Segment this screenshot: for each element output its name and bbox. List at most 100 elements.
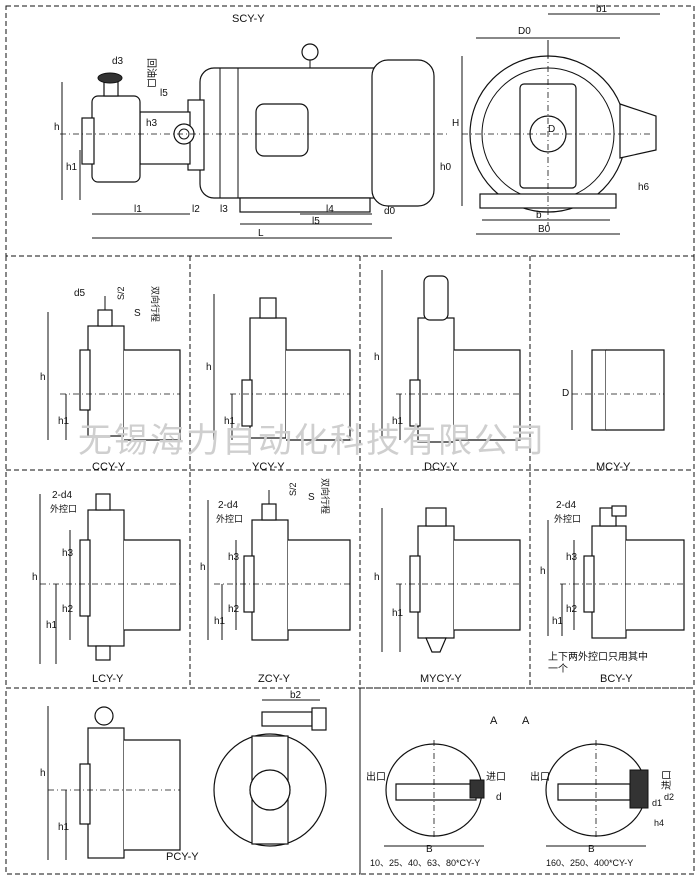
label-l5a: l5 — [160, 88, 168, 99]
caption-mcy: MCY-Y — [596, 461, 631, 473]
svg-text:h1: h1 — [224, 416, 236, 427]
svg-text:h: h — [540, 566, 546, 577]
label-l5: l5 — [312, 216, 320, 227]
svg-text:A: A — [490, 715, 498, 727]
caption-ccy: CCY-Y — [92, 461, 126, 473]
terminal-box — [255, 103, 309, 157]
caption-pcy: PCY-Y — [166, 851, 199, 863]
svg-text:D: D — [562, 388, 569, 399]
caption-ycy: YCY-Y — [252, 461, 285, 473]
panel-pcy: h h1 b2 PCY-Y — [40, 690, 327, 863]
svg-text:双向行程: 双向行程 — [320, 478, 331, 514]
caption-dcy: DCY-Y — [424, 461, 458, 473]
label-h3: h3 — [146, 118, 158, 129]
label-B0: B0 — [538, 224, 551, 235]
panel-mycy: h h1 MYCY-Y — [374, 507, 521, 685]
label-l1: l1 — [134, 204, 142, 215]
frame-pcy — [5, 687, 361, 875]
motor-endcap — [371, 59, 435, 207]
svg-text:h1: h1 — [392, 416, 404, 427]
main-title: SCY-Y — [232, 13, 265, 25]
svg-text:A: A — [522, 715, 530, 727]
frame-aa — [359, 687, 695, 875]
watermark: 无锡海力自动化科技有限公司 — [78, 421, 546, 461]
main-assembly: SCY-Y d3 回油口 l5 h3 h h1 l1 l — [54, 4, 660, 239]
panel-mcy: D MCY-Y — [562, 349, 665, 473]
label-L: L — [258, 228, 264, 239]
label-D: D — [548, 124, 555, 135]
svg-text:S/2: S/2 — [116, 286, 126, 300]
svg-text:h2: h2 — [62, 604, 74, 615]
panel-zcy: 2-d4 外控口 S/2 S 双向行程 h h3 h2 h1 ZCY-Y — [200, 478, 351, 685]
variable-head — [91, 95, 141, 183]
svg-text:d5: d5 — [74, 288, 86, 299]
svg-text:d: d — [496, 792, 502, 803]
svg-text:d2: d2 — [664, 792, 674, 802]
svg-text:2-d4: 2-d4 — [556, 500, 576, 511]
caption-lcy: LCY-Y — [92, 673, 124, 685]
svg-text:上下两外控口只用其中: 上下两外控口只用其中 — [548, 650, 648, 663]
svg-text:S: S — [308, 492, 315, 503]
svg-text:h2: h2 — [228, 604, 240, 615]
label-l2: l2 — [192, 204, 200, 215]
label-h: h — [54, 122, 60, 133]
svg-text:h2: h2 — [566, 604, 578, 615]
svg-text:B: B — [588, 844, 595, 855]
lifting-eye — [301, 43, 319, 61]
svg-text:h3: h3 — [228, 552, 240, 563]
caption-mycy: MYCY-Y — [420, 673, 462, 685]
svg-text:h4: h4 — [654, 818, 664, 828]
panel-ycy: h h1 YCY-Y — [206, 294, 351, 473]
svg-text:B: B — [426, 844, 433, 855]
label-d0: d0 — [384, 206, 396, 217]
svg-text:双向行程: 双向行程 — [150, 286, 161, 322]
motor-base — [239, 197, 371, 213]
svg-text:S/2: S/2 — [288, 482, 298, 496]
svg-text:160、250、400*CY-Y: 160、250、400*CY-Y — [546, 858, 633, 868]
svg-text:h1: h1 — [46, 620, 58, 631]
svg-text:h1: h1 — [58, 416, 70, 427]
svg-text:h: h — [40, 768, 46, 779]
label-h1: h1 — [66, 162, 78, 173]
frame-main — [5, 5, 695, 257]
svg-text:2-d4: 2-d4 — [52, 490, 72, 501]
label-b: b — [536, 210, 542, 221]
svg-text:进口: 进口 — [486, 771, 506, 783]
svg-text:S: S — [134, 308, 141, 319]
svg-text:外控口: 外控口 — [554, 513, 581, 524]
label-l3: l3 — [220, 204, 228, 215]
svg-text:h1: h1 — [392, 608, 404, 619]
panel-bcy: 2-d4 外控口 h h3 h2 h1 上下两外控口只用其中 一个 BCY-Y — [540, 500, 685, 685]
svg-text:出口: 出口 — [530, 770, 550, 783]
svg-text:外控口: 外控口 — [216, 513, 243, 524]
label-l4: l4 — [326, 204, 334, 215]
svg-text:h1: h1 — [58, 822, 70, 833]
svg-text:d1: d1 — [652, 798, 662, 808]
svg-text:h: h — [374, 572, 380, 583]
handwheel-icon — [97, 72, 123, 84]
svg-text:一个: 一个 — [548, 663, 568, 675]
panel-lcy: 2-d4 外控口 h h3 h2 h1 LCY-Y — [32, 490, 181, 685]
svg-text:10、25、40、63、80*CY-Y: 10、25、40、63、80*CY-Y — [370, 858, 480, 868]
label-b1: b1 — [596, 4, 608, 15]
label-d3: d3 — [112, 56, 124, 67]
terminal-side — [619, 103, 657, 159]
panel-ccy: d5 S/2 S 双向行程 h h1 CCY-Y — [40, 286, 181, 473]
svg-text:h3: h3 — [62, 548, 74, 559]
panel-aa: A A 出口 进口 B d 10、25、40、63、80*CY-Y 出口 进口 … — [366, 715, 674, 868]
label-h0: h0 — [440, 162, 452, 173]
svg-text:h1: h1 — [214, 616, 226, 627]
label-D0: D0 — [518, 26, 531, 37]
svg-text:h: h — [40, 372, 46, 383]
svg-text:h: h — [32, 572, 38, 583]
svg-text:b2: b2 — [290, 690, 302, 701]
label-H: H — [452, 118, 459, 129]
svg-text:h3: h3 — [566, 552, 578, 563]
label-return-port: 回油口 — [145, 58, 158, 88]
caption-bcy: BCY-Y — [600, 673, 633, 685]
svg-text:外控口: 外控口 — [50, 503, 77, 514]
svg-text:h1: h1 — [552, 616, 564, 627]
svg-text:2-d4: 2-d4 — [218, 500, 238, 511]
svg-text:出口: 出口 — [366, 770, 386, 783]
